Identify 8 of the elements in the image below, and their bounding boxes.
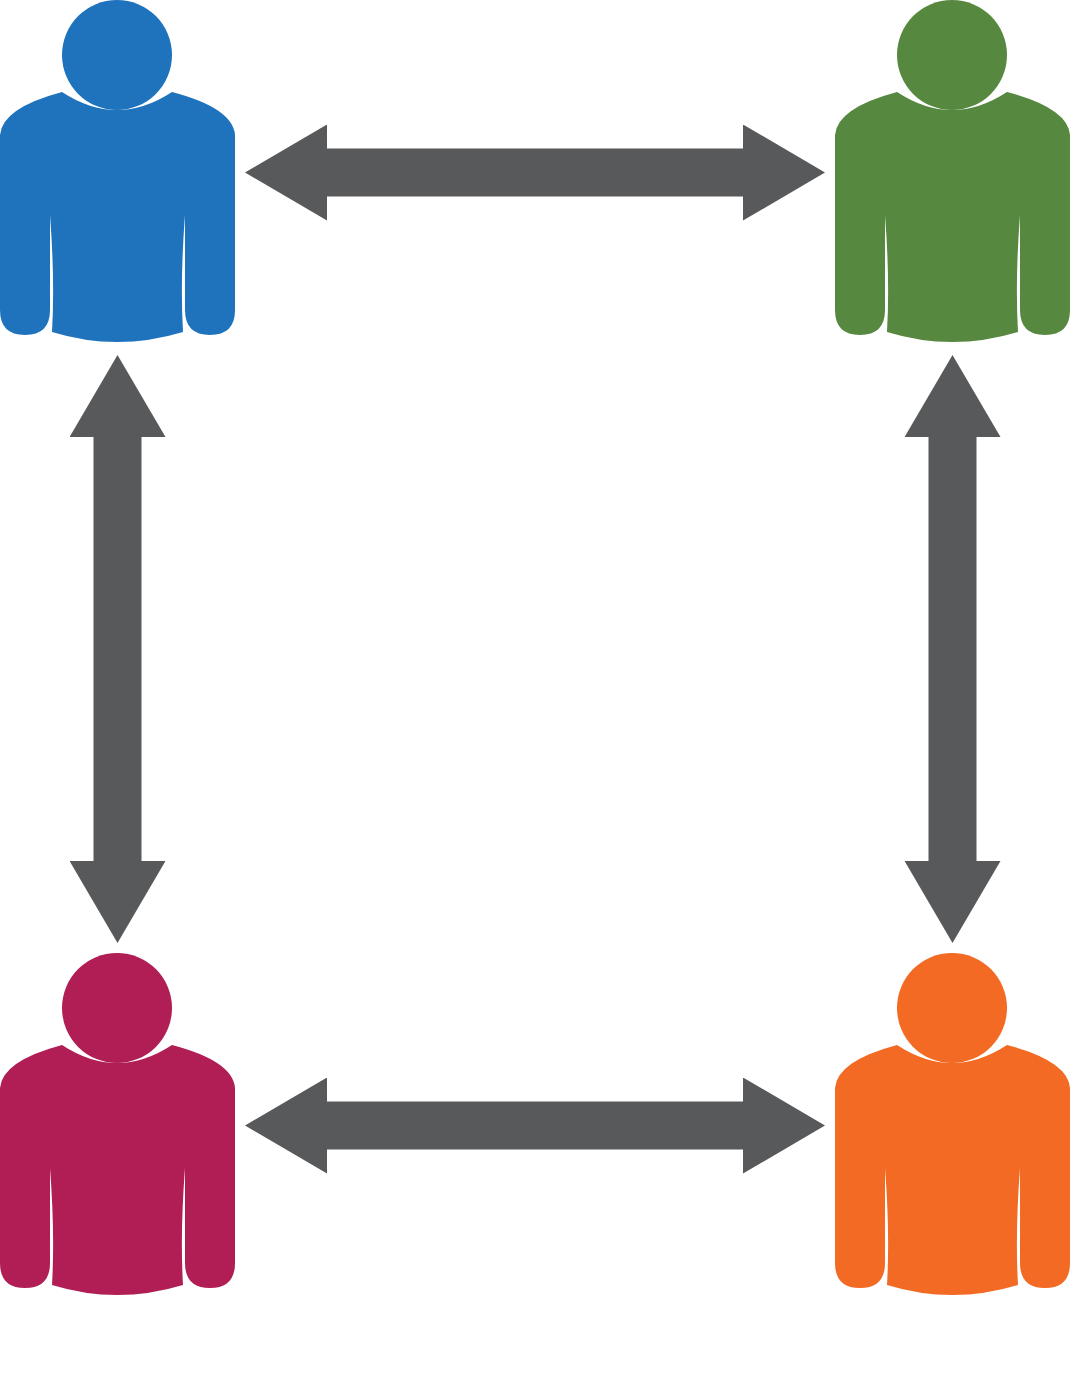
double-arrow: [904, 355, 1001, 943]
double-arrow: [245, 124, 825, 221]
double-arrow: [69, 355, 166, 943]
person-icon: [0, 0, 235, 345]
double-arrow: [245, 1077, 825, 1174]
person-icon: [835, 0, 1070, 345]
person-icon: [0, 953, 235, 1298]
person-icon: [835, 953, 1070, 1298]
